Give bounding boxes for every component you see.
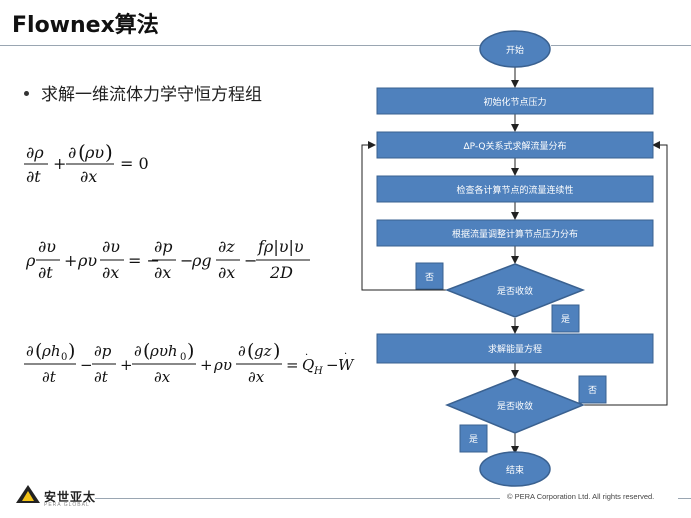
- svg-text:∂: ∂: [134, 342, 142, 360]
- start-label: 开始: [506, 44, 524, 56]
- bullet-item: 求解一维流体力学守恒方程组: [24, 80, 262, 105]
- svg-text:ρυh: ρυh: [149, 342, 178, 360]
- step-solve-flow: [376, 131, 654, 159]
- svg-text:∂p: ∂p: [154, 237, 173, 256]
- svg-text:∂υ: ∂υ: [102, 237, 120, 256]
- svg-text:−: −: [80, 356, 93, 374]
- svg-text:∂x: ∂x: [154, 263, 171, 282]
- no-badge-1-label: 否: [425, 272, 434, 283]
- svg-text:fρ|υ|υ: fρ|υ|υ: [257, 237, 304, 256]
- step-adjust-pressure: [376, 219, 654, 247]
- svg-text:0: 0: [180, 352, 186, 363]
- header-divider-right: [551, 45, 691, 46]
- decision-converge-2-label: 是否收敛: [497, 400, 533, 412]
- svg-text:∂t: ∂t: [94, 368, 109, 386]
- svg-text:∂υ: ∂υ: [38, 237, 56, 256]
- bullet-dot-icon: [24, 90, 29, 96]
- yes-badge-1: [551, 304, 580, 333]
- svg-text:∂p: ∂p: [94, 342, 112, 360]
- yes-badge-2: [459, 424, 488, 453]
- no-badge-2-label: 否: [588, 385, 597, 396]
- end-node: [479, 451, 551, 487]
- svg-text:): ): [187, 340, 194, 362]
- step-check-continuity: [376, 175, 654, 203]
- svg-text:+: +: [64, 251, 77, 270]
- svg-text:): ): [68, 340, 75, 362]
- svg-text:(: (: [78, 140, 86, 164]
- no-badge-1: [415, 262, 444, 290]
- svg-text:∂x: ∂x: [154, 368, 171, 386]
- svg-text:·: ·: [344, 349, 347, 360]
- svg-text:∂x: ∂x: [218, 263, 235, 282]
- header-divider: [0, 45, 480, 46]
- page-title: Flownex算法: [12, 13, 159, 38]
- svg-text:∂: ∂: [26, 342, 34, 360]
- svg-text:): ): [105, 140, 113, 164]
- svg-text:ρh: ρh: [41, 342, 60, 360]
- svg-text:H: H: [313, 366, 323, 377]
- svg-text:= −: = −: [128, 251, 160, 270]
- svg-text:−: −: [244, 251, 257, 270]
- step-init-pressure-label: 初始化节点压力: [483, 96, 546, 108]
- step-check-continuity-label: 检查各计算节点的流量连续性: [456, 184, 573, 196]
- svg-text:−: −: [326, 356, 339, 374]
- step-init-pressure: [376, 87, 654, 115]
- svg-text:W: W: [338, 356, 355, 374]
- momentum-equation: ρ ∂υ ∂t + ρυ ∂υ ∂x = − ∂p ∂x − ρg ∂z ∂x …: [20, 232, 320, 289]
- decision-converge-1-label: 是否收敛: [497, 285, 533, 297]
- svg-text:∂x: ∂x: [248, 368, 265, 386]
- end-label: 结束: [506, 464, 524, 476]
- step-solve-energy-label: 求解能量方程: [488, 343, 542, 355]
- no-badge-2: [578, 375, 607, 404]
- flowchart: 开始 初始化节点压力 ΔP-Q关系式求解流量分布 检查各计算节点的流量连续性 根…: [355, 25, 675, 495]
- svg-text:Q: Q: [302, 356, 314, 374]
- svg-text:∂ρ: ∂ρ: [26, 143, 44, 162]
- svg-text:ρυ: ρυ: [84, 143, 104, 162]
- svg-text:(: (: [35, 340, 42, 362]
- bullet-text: 求解一维流体力学守恒方程组: [41, 85, 262, 105]
- step-solve-energy: [376, 333, 654, 364]
- svg-text:∂t: ∂t: [26, 167, 41, 186]
- svg-text:2D: 2D: [269, 263, 293, 282]
- svg-text:ρ: ρ: [25, 251, 36, 270]
- svg-text:−: −: [180, 251, 193, 270]
- svg-text:ρg: ρg: [191, 251, 212, 270]
- svg-text:∂: ∂: [238, 342, 246, 360]
- svg-text:·: ·: [305, 350, 308, 361]
- svg-text:gz: gz: [254, 342, 272, 360]
- logo-subtext: PERA GLOBAL: [44, 502, 90, 508]
- svg-text:(: (: [143, 340, 150, 362]
- start-node: [479, 30, 551, 68]
- yes-badge-1-label: 是: [561, 314, 570, 325]
- svg-text:ρυ: ρυ: [213, 356, 232, 374]
- logo-text: 安世亚太: [44, 490, 97, 504]
- yes-badge-2-label: 是: [469, 434, 478, 445]
- svg-text:+: +: [53, 154, 66, 173]
- svg-text:(: (: [247, 340, 254, 362]
- footer-divider-right: [678, 498, 691, 499]
- svg-text:0: 0: [61, 352, 67, 363]
- svg-text:ρυ: ρυ: [77, 251, 97, 270]
- svg-text:∂x: ∂x: [102, 263, 119, 282]
- footer-divider: [95, 498, 500, 499]
- svg-text:+: +: [120, 356, 133, 374]
- svg-text:∂x: ∂x: [80, 167, 97, 186]
- svg-text:∂t: ∂t: [42, 368, 57, 386]
- svg-text:=: =: [286, 356, 299, 374]
- svg-text:= 0: = 0: [120, 154, 149, 173]
- svg-text:∂t: ∂t: [38, 263, 53, 282]
- company-logo: [15, 484, 41, 509]
- step-adjust-pressure-label: 根据流量调整计算节点压力分布: [452, 228, 578, 240]
- svg-text:∂z: ∂z: [218, 237, 235, 256]
- svg-text:+: +: [200, 356, 213, 374]
- decision-converge-1: [444, 263, 586, 318]
- continuity-equation: ∂ρ ∂t + ∂ ( ρυ ) ∂x = 0: [20, 138, 160, 193]
- decision-converge-2: [444, 377, 586, 434]
- copyright-text: © PERA Corporation Ltd. All rights reser…: [507, 492, 655, 501]
- svg-text:): ): [273, 340, 280, 362]
- svg-text:∂: ∂: [68, 143, 76, 162]
- energy-equation: ∂ ( ρh 0 ) ∂t − ∂p ∂t + ∂ ( ρυh 0 ) ∂x +…: [20, 336, 360, 393]
- step-solve-flow-label: ΔP-Q关系式求解流量分布: [463, 140, 566, 152]
